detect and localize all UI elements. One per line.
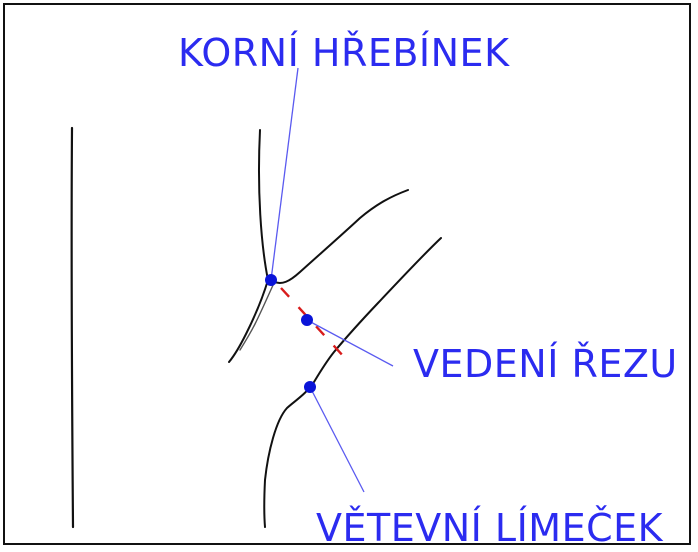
image-border: [3, 3, 691, 545]
cut-line-leader-line: [306, 319, 394, 367]
stem-inner-outline: [239, 282, 275, 351]
branch-collar-leader-line: [309, 386, 365, 493]
cut-line-marker: [301, 314, 313, 326]
branch-lower-outline: [263, 237, 442, 528]
bark-ridge-label: KORNÍ HŘEBÍNEK: [178, 31, 510, 75]
branch-collar-label: VĚTEVNÍ LÍMEČEK: [316, 506, 664, 550]
branch-collar-marker: [304, 381, 316, 393]
stem-left-outline: [228, 129, 270, 363]
bark-ridge-marker: [265, 274, 277, 286]
cut-line-label: VEDENÍ ŘEZU: [413, 342, 678, 386]
cut-line-dashes: [280, 287, 346, 359]
tree-trunk-line: [70, 126, 75, 529]
branch-upper-outline: [271, 189, 409, 284]
bark-ridge-leader-line: [270, 67, 299, 281]
